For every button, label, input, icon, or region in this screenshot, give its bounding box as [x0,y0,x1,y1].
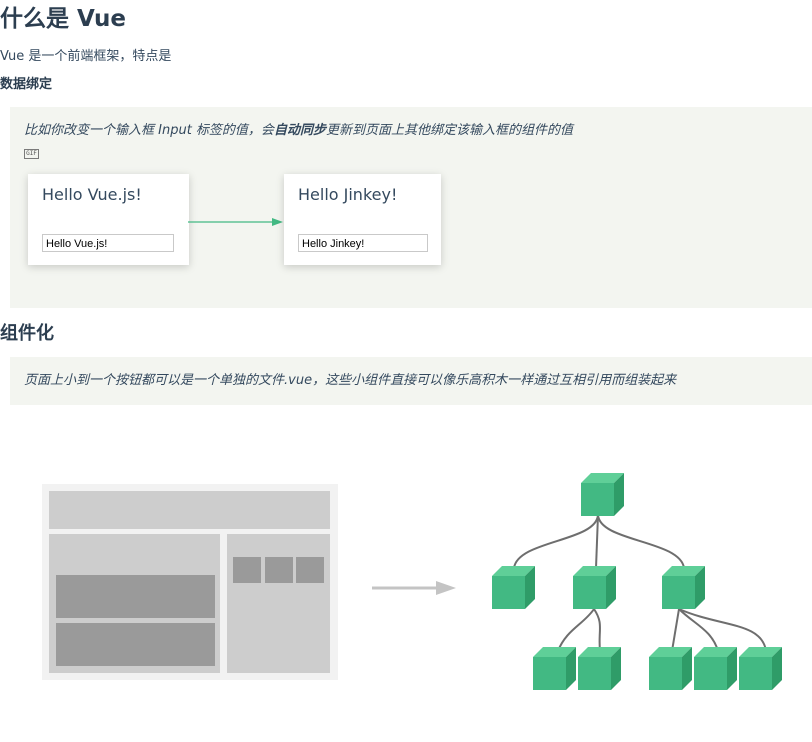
cube-nodes [492,473,782,690]
cube-root [581,473,624,516]
wireframe-block-2 [56,623,215,666]
cube-leaf-2 [578,647,621,690]
page-wireframe-illustration [42,484,338,680]
cube-leaf-3 [649,647,692,690]
quote-text-prefix: 比如你改变一个输入框 Input 标签的值，会 [24,123,274,138]
cube-leaf-1 [533,647,576,690]
wireframe-sidebar [227,534,330,673]
cube-level1-mid [573,566,616,609]
wireframe-thumb-3 [296,557,324,583]
demo-card-right-input[interactable]: Hello Jinkey! [298,234,428,252]
demo-card-left-title: Hello Vue.js! [42,185,142,204]
broken-image-icon: GIF [24,149,39,159]
data-binding-heading: 数据绑定 [0,77,53,92]
component-tree-illustration [492,473,782,690]
quote-text-bold: 自动同步 [273,123,326,138]
wireframe-thumb-1 [233,557,261,583]
demo-card-right: Hello Jinkey! Hello Jinkey! [284,174,441,265]
demo-card-right-title: Hello Jinkey! [298,185,398,204]
tree-connectors [513,514,767,652]
components-quote: 页面上小到一个按钮都可以是一个单独的文件.vue，这些小组件直接可以像乐高积木一… [10,357,812,405]
page-title: 什么是 Vue [0,6,126,32]
gray-arrow-head [436,581,456,595]
wireframe-thumb-2 [265,557,293,583]
data-binding-quote-text: 比如你改变一个输入框 Input 标签的值，会自动同步更新到页面上其他绑定该输入… [24,122,573,140]
cube-level1-right [662,566,705,609]
demo-card-left: Hello Vue.js! Hello Vue.js! [28,174,189,265]
quote-text-suffix: 更新到页面上其他绑定该输入框的组件的值 [325,123,573,138]
intro-text: Vue 是一个前端框架，特点是 [0,49,172,64]
cube-leaf-5 [739,647,782,690]
demo-card-left-input[interactable]: Hello Vue.js! [42,234,174,252]
sync-arrow-icon [188,218,283,226]
cube-leaf-4 [694,647,737,690]
cube-level1-left [492,566,535,609]
components-quote-text: 页面上小到一个按钮都可以是一个单独的文件.vue，这些小组件直接可以像乐高积木一… [24,373,677,388]
components-heading: 组件化 [0,323,54,344]
sync-arrow-head [272,218,283,226]
gray-arrow-icon [372,581,456,595]
wireframe-header [49,491,330,529]
wireframe-block-1 [56,575,215,618]
